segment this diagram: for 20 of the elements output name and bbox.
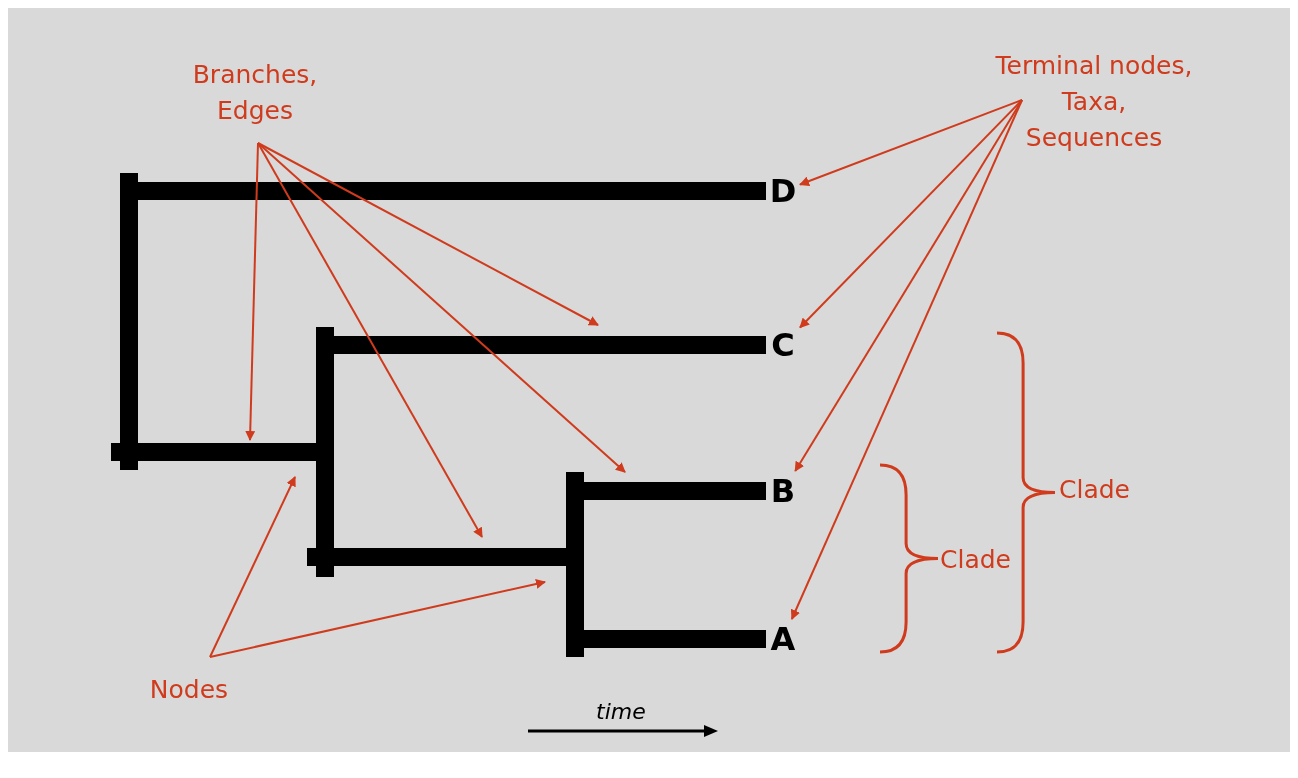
leader-arrow [799,99,1023,329]
leader-arrow [209,579,546,658]
leader-arrow [790,99,1023,620]
leader-arrow [794,99,1023,472]
clade-label: Clade [1059,475,1130,504]
axis-label: time [596,699,646,724]
annotation-label: Branches, Edges [191,59,319,127]
leader-arrow [209,476,296,658]
leader-arrow [257,142,626,473]
taxon-label: C [770,325,796,365]
leader-arrow [257,142,599,326]
annotation-label: Nodes [148,674,230,706]
annotation-label: Terminal nodes, Taxa, Sequences [994,50,1194,154]
leader-arrow [799,99,1023,186]
clade-label: Clade [940,545,1011,574]
taxon-label: B [769,471,797,511]
taxon-label: D [768,171,798,211]
leader-arrow [245,142,259,441]
taxon-label: A [769,619,797,659]
leader-arrow [257,142,483,538]
